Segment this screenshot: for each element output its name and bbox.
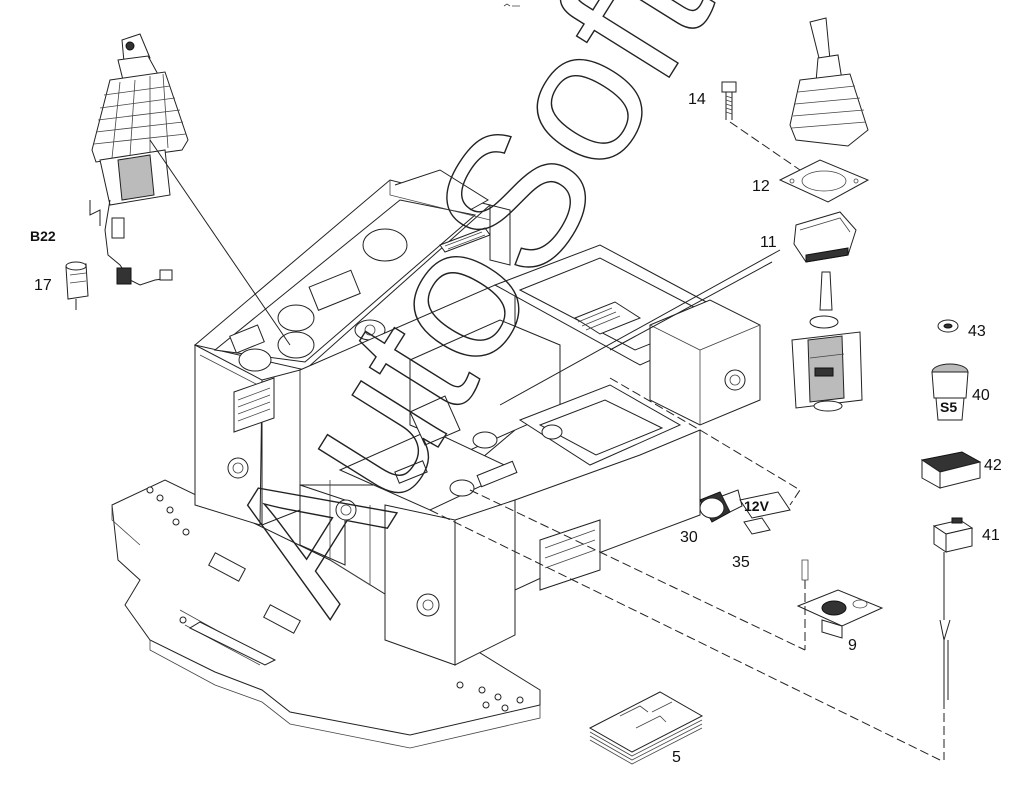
- right-switch-stack: 43 S5 40 42 41: [920, 319, 1002, 760]
- socket-group: 30 12V 35: [680, 429, 801, 571]
- right-joystick-stack: 14 12 11: [499, 17, 870, 431]
- label-12v: 12V: [744, 498, 770, 514]
- label-35: 35: [732, 554, 750, 571]
- label-43: 43: [968, 323, 986, 340]
- label-14: 14: [688, 91, 706, 108]
- base-plate: [111, 479, 541, 749]
- label-40: 40: [972, 387, 990, 404]
- label-9: 9: [848, 637, 857, 654]
- cab-frame: [193, 169, 761, 666]
- routing-lines: [429, 509, 941, 761]
- label-17: 17: [34, 277, 52, 294]
- top-mark: [503, 3, 520, 7]
- label-5: 5: [672, 749, 681, 766]
- label-30: 30: [680, 529, 698, 546]
- manual-5: 5: [588, 691, 704, 766]
- label-s5: S5: [940, 399, 957, 415]
- label-41: 41: [982, 527, 1000, 544]
- left-joystick-assembly: B22 17: [30, 33, 291, 346]
- label-42: 42: [984, 457, 1002, 474]
- label-12: 12: [752, 178, 770, 195]
- label-11: 11: [760, 234, 777, 251]
- plate-9: 9: [469, 489, 884, 654]
- plate-holes: [146, 486, 524, 712]
- label-b22: B22: [30, 228, 56, 244]
